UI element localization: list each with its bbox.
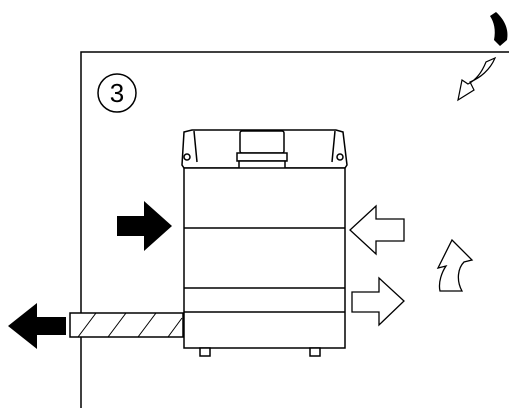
outline-arrow-right-icon bbox=[351, 276, 405, 327]
curved-rotate-arrow-icon bbox=[457, 12, 508, 102]
solid-arrow-right-icon bbox=[117, 201, 172, 251]
device-unit bbox=[181, 129, 348, 357]
hatched-rail bbox=[69, 312, 184, 338]
outline-arrow-left-icon bbox=[349, 204, 405, 256]
step-badge: 3 bbox=[97, 73, 137, 113]
step-number: 3 bbox=[110, 78, 124, 108]
curved-outline-arrow-up-icon bbox=[436, 238, 474, 292]
wall-panel bbox=[80, 51, 509, 408]
solid-arrow-left-icon bbox=[8, 303, 66, 349]
